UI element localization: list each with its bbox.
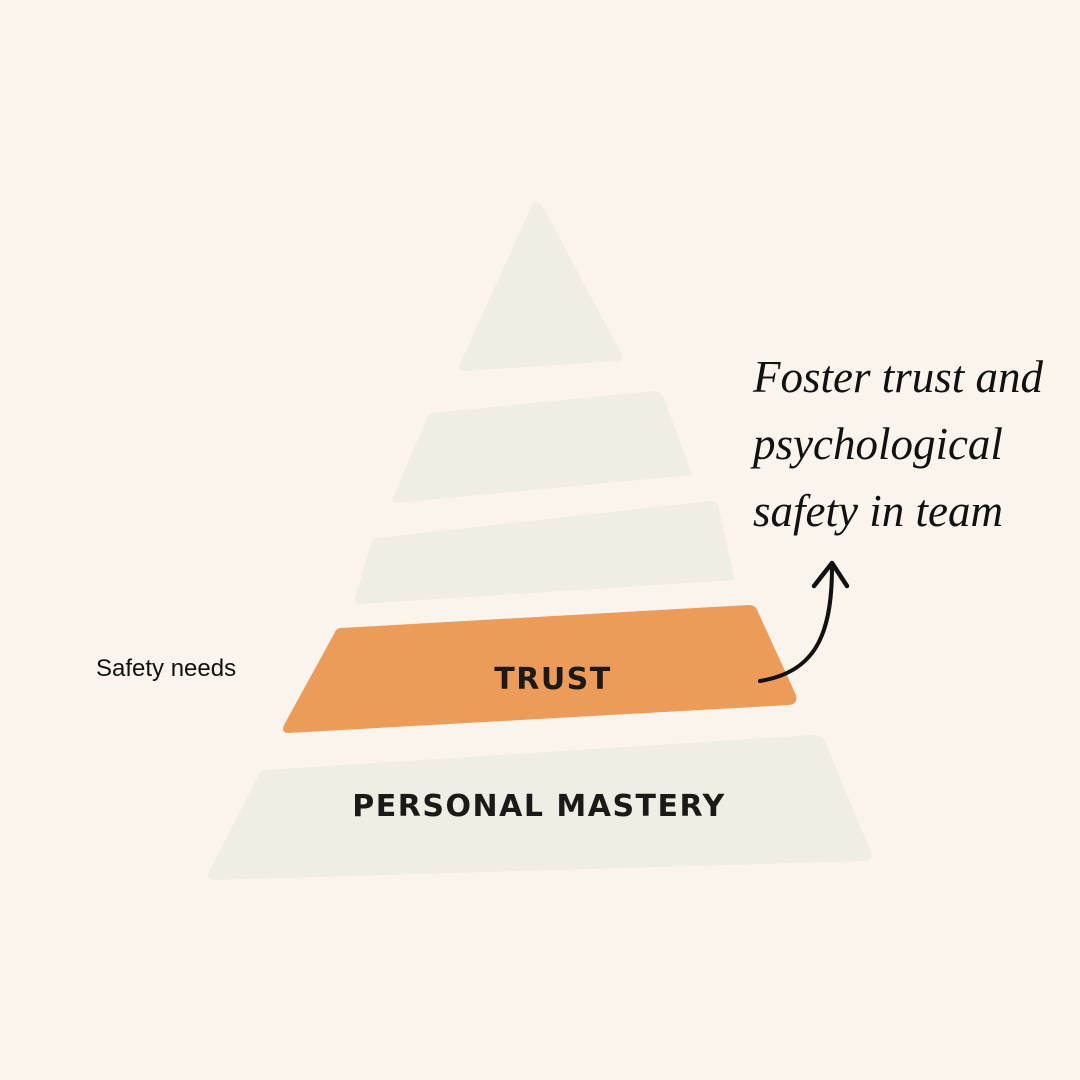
pyramid-tier-top (459, 202, 623, 371)
side-label-safety-needs: Safety needs (96, 655, 237, 682)
callout-text: Foster trust and psychological safety in… (753, 344, 1073, 545)
callout-arrow (758, 565, 834, 683)
callout-arrowhead (811, 560, 850, 589)
callout-line-3: safety in team (753, 486, 1003, 536)
callout-line-2: psychological (753, 419, 1003, 469)
tier-label-personal-mastery: PERSONAL MASTERY (352, 789, 725, 824)
callout-line-1: Foster trust and (753, 352, 1044, 402)
pyramid-tier-3 (354, 500, 735, 604)
pyramid-tier-4 (392, 390, 692, 503)
pyramid-tier-2-trust (283, 605, 797, 733)
pyramid-tier-1-personal-mastery (208, 734, 872, 880)
tier-label-trust: TRUST (494, 662, 612, 697)
